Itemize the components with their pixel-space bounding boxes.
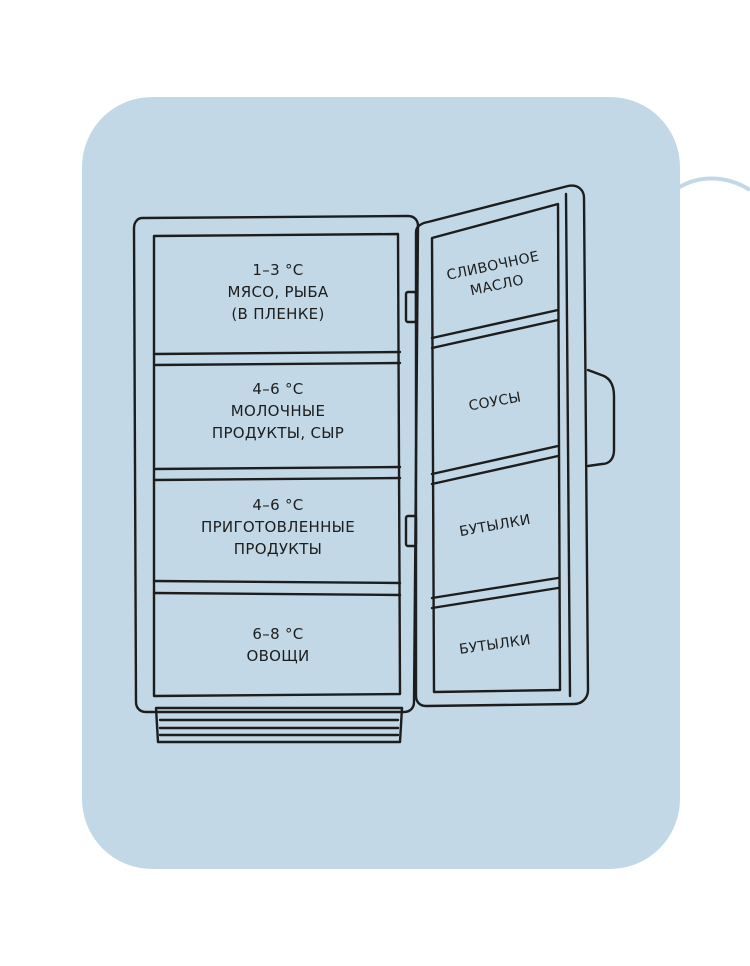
shelf-label-1: 1–3 °C МЯСО, РЫБА (В ПЛЕНКЕ)	[160, 259, 396, 325]
shelf-temp: 4–6 °C	[252, 496, 304, 514]
shelf-label-2: 4–6 °C МОЛОЧНЫЕ ПРОДУКТЫ, СЫР	[160, 378, 396, 444]
shelf-text: ПРИГОТОВЛЕННЫЕ	[201, 518, 355, 536]
shelf-text: МОЛОЧНЫЕ	[230, 402, 326, 420]
fridge-door	[414, 184, 590, 708]
shelf-text: МЯСО, РЫБА	[227, 283, 329, 301]
shelf-text: ПРОДУКТЫ	[233, 540, 323, 558]
door-handle	[586, 368, 616, 468]
shelf-temp: 1–3 °C	[252, 261, 304, 279]
shelf-temp: 6–8 °C	[252, 625, 304, 643]
power-cord	[676, 176, 750, 192]
shelf-text: ПРОДУКТЫ, СЫР	[211, 424, 345, 442]
shelf-label-4: 6–8 °C ОВОЩИ	[160, 623, 396, 667]
backdrop-panel	[82, 97, 680, 869]
shelf-text: ОВОЩИ	[246, 647, 310, 665]
shelf-temp: 4–6 °C	[252, 380, 304, 398]
fridge-body	[132, 214, 420, 714]
shelf-text: (В ПЛЕНКЕ)	[231, 305, 325, 323]
shelf-label-3: 4–6 °C ПРИГОТОВЛЕННЫЕ ПРОДУКТЫ	[160, 494, 396, 560]
fridge-base	[154, 706, 404, 744]
